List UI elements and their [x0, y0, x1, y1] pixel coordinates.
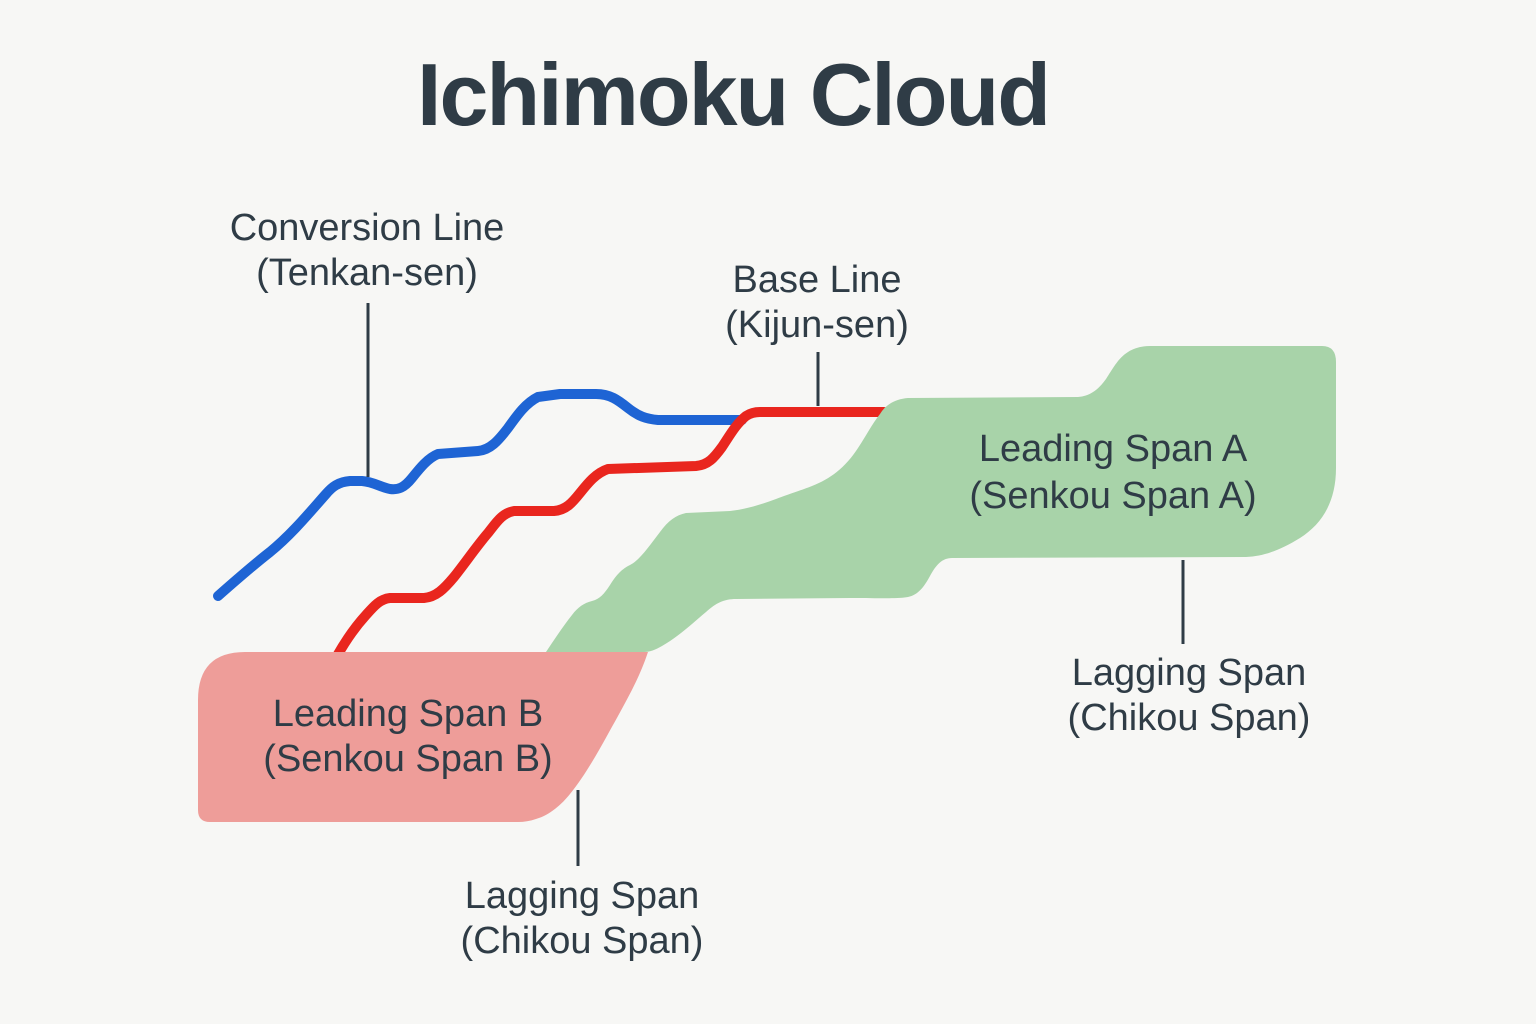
leading-span-a-sublabel: (Senkou Span A) [969, 475, 1256, 517]
leading-span-a-cloud [546, 346, 1336, 652]
base-line-curve [332, 407, 889, 661]
lagging-span-bottom-sublabel: (Chikou Span) [461, 920, 704, 962]
base-line-label: Base Line [732, 259, 901, 301]
conversion-line-curve [213, 389, 747, 601]
conversion-line-sublabel: (Tenkan-sen) [256, 252, 478, 294]
lagging-span-bottom-label: Lagging Span [465, 875, 700, 917]
leading-span-b-label: Leading Span B [273, 693, 543, 735]
conversion-line-label: Conversion Line [230, 207, 505, 249]
leading-span-a-label: Leading Span A [979, 428, 1248, 470]
leading-span-b-cloud [198, 652, 648, 822]
base-line-sublabel: (Kijun-sen) [725, 304, 909, 346]
diagram-title: Ichimoku Cloud [417, 45, 1049, 144]
lagging-span-right-label: Lagging Span [1072, 652, 1307, 694]
leading-span-b-sublabel: (Senkou Span B) [263, 738, 552, 780]
lagging-span-right-sublabel: (Chikou Span) [1068, 697, 1311, 739]
